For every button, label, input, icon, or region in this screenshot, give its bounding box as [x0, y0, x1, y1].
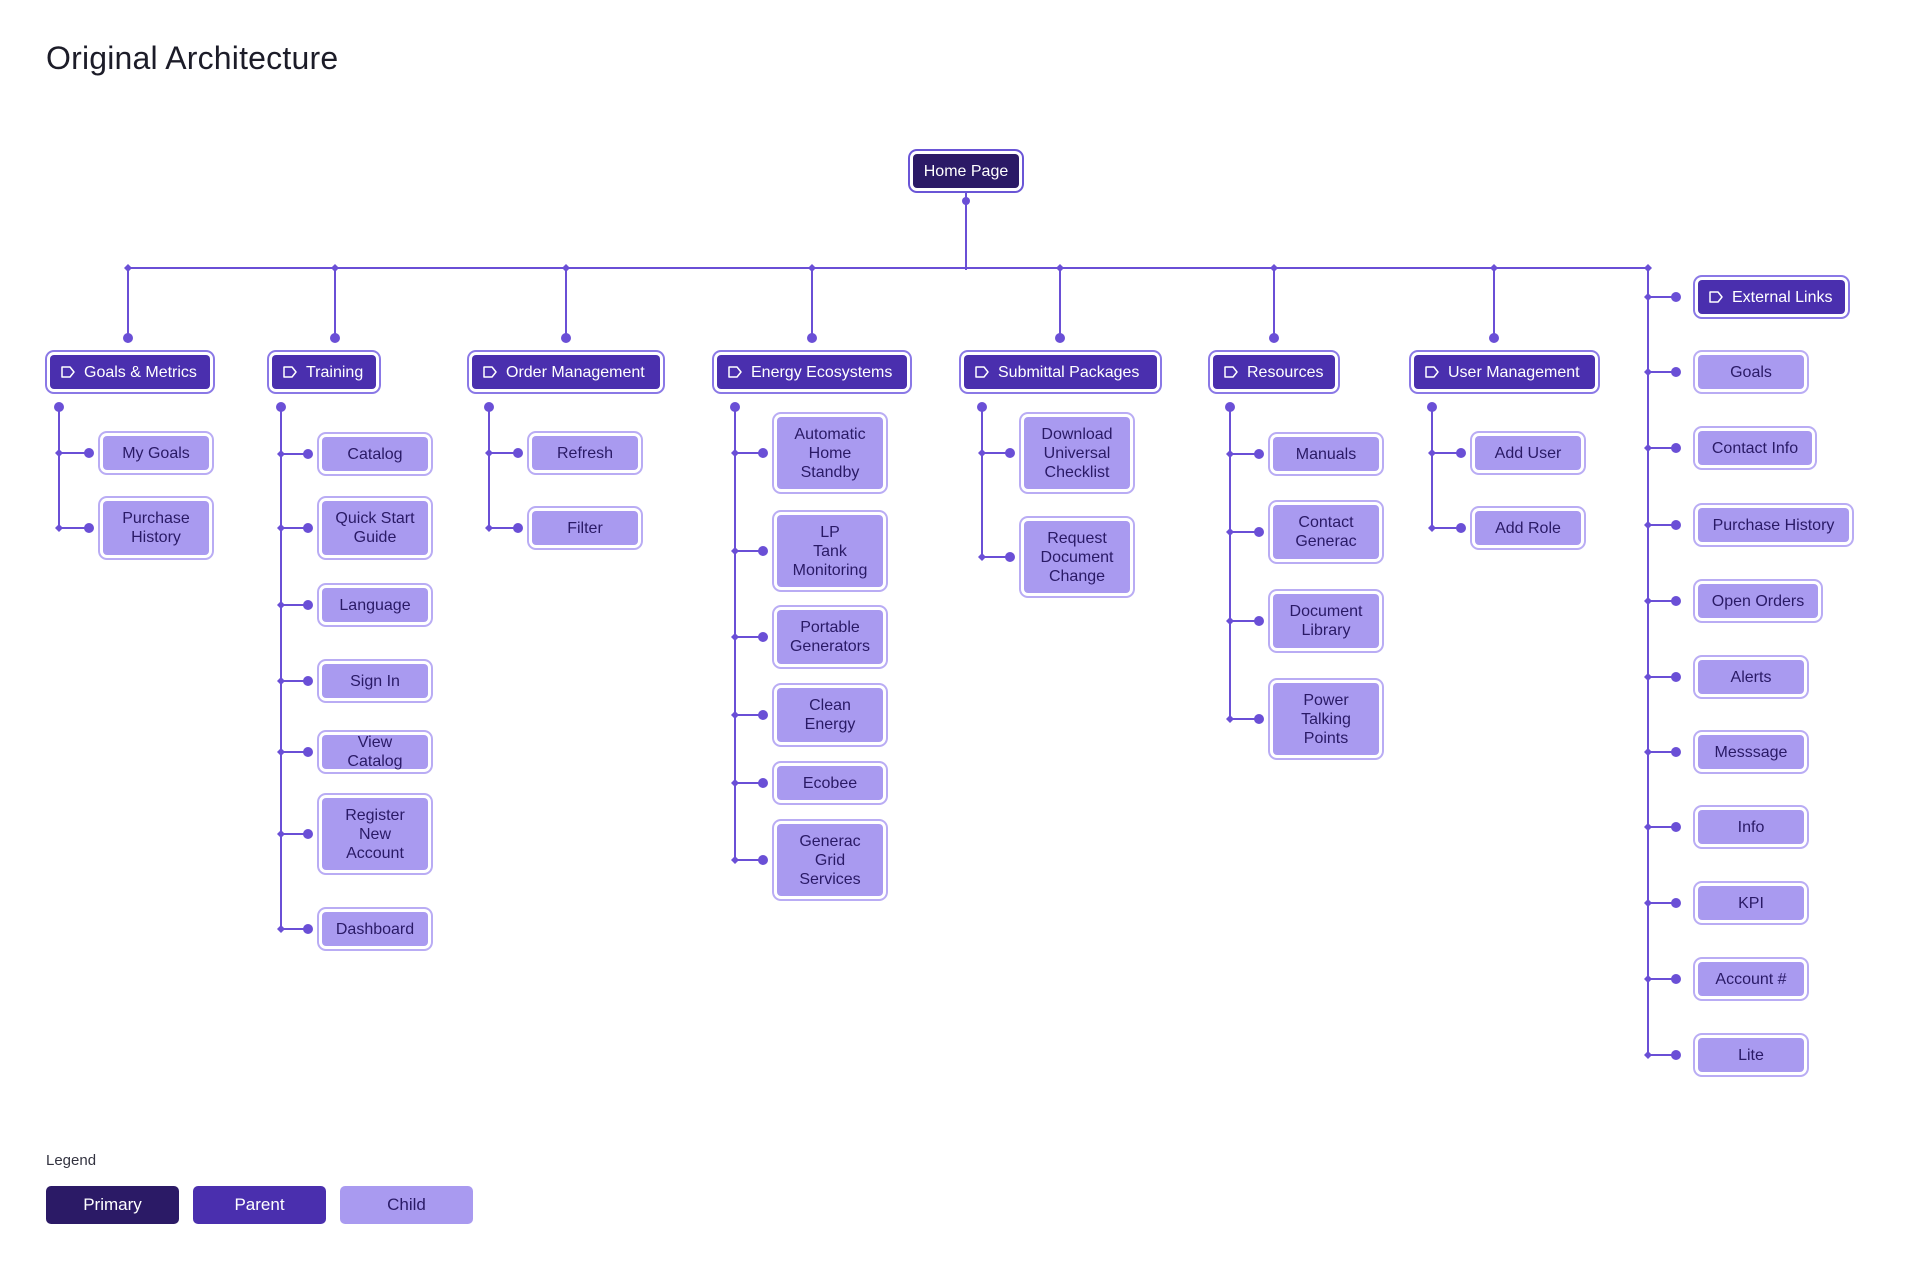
child-goals-metrics-purchase-history[interactable]: Purchase History	[103, 501, 209, 555]
parent-goals-metrics-label: Goals & Metrics	[84, 363, 197, 381]
legend-primary: Primary	[46, 1186, 179, 1224]
legend-child: Child	[340, 1186, 473, 1224]
child-energy-ecosystems-clean-energy[interactable]: Clean Energy	[777, 688, 883, 742]
tag-icon	[483, 366, 497, 378]
child-external-links-info[interactable]: Info	[1698, 810, 1804, 844]
parent-resources-label: Resources	[1247, 363, 1324, 381]
parent-order-management-label: Order Management	[506, 363, 645, 381]
parent-external-links[interactable]: External Links	[1698, 280, 1845, 314]
tag-icon	[283, 366, 297, 378]
child-order-management-filter[interactable]: Filter	[532, 511, 638, 545]
parent-user-management-label: User Management	[1448, 363, 1580, 381]
child-external-links-purchase-history[interactable]: Purchase History	[1698, 508, 1849, 542]
child-user-management-add-role[interactable]: Add Role	[1475, 511, 1581, 545]
tag-icon	[1224, 366, 1238, 378]
child-energy-ecosystems-lp-tank-monitoring[interactable]: LP Tank Monitoring	[777, 515, 883, 587]
child-external-links-account[interactable]: Account #	[1698, 962, 1804, 996]
parent-external-links-label: External Links	[1732, 288, 1833, 306]
tag-icon	[728, 366, 742, 378]
child-resources-document-library[interactable]: Document Library	[1273, 594, 1379, 648]
parent-energy-ecosystems[interactable]: Energy Ecosystems	[717, 355, 907, 389]
parent-order-management[interactable]: Order Management	[472, 355, 660, 389]
child-training-register-new-account[interactable]: Register New Account	[322, 798, 428, 870]
tag-icon	[1709, 291, 1723, 303]
legend-parent: Parent	[193, 1186, 326, 1224]
parent-training-label: Training	[306, 363, 364, 381]
child-energy-ecosystems-automatic-home-standby[interactable]: Automatic Home Standby	[777, 417, 883, 489]
child-external-links-kpi[interactable]: KPI	[1698, 886, 1804, 920]
child-resources-power-talking-points[interactable]: Power Talking Points	[1273, 683, 1379, 755]
parent-resources[interactable]: Resources	[1213, 355, 1335, 389]
child-external-links-messsage[interactable]: Messsage	[1698, 735, 1804, 769]
parent-energy-ecosystems-label: Energy Ecosystems	[751, 363, 893, 381]
child-external-links-goals[interactable]: Goals	[1698, 355, 1804, 389]
child-training-sign-in[interactable]: Sign In	[322, 664, 428, 698]
child-training-dashboard[interactable]: Dashboard	[322, 912, 428, 946]
parent-submittal-packages-label: Submittal Packages	[998, 363, 1140, 381]
child-training-language[interactable]: Language	[322, 588, 428, 622]
child-user-management-add-user[interactable]: Add User	[1475, 436, 1581, 470]
child-training-quick-start-guide[interactable]: Quick Start Guide	[322, 501, 428, 555]
child-submittal-packages-download-universal-checklist[interactable]: Download Universal Checklist	[1024, 417, 1130, 489]
child-energy-ecosystems-portable-generators[interactable]: Portable Generators	[777, 610, 883, 664]
child-resources-manuals[interactable]: Manuals	[1273, 437, 1379, 471]
tag-icon	[1425, 366, 1439, 378]
parent-goals-metrics[interactable]: Goals & Metrics	[50, 355, 210, 389]
home-page-node[interactable]: Home Page	[913, 154, 1019, 188]
child-external-links-lite[interactable]: Lite	[1698, 1038, 1804, 1072]
parent-user-management[interactable]: User Management	[1414, 355, 1595, 389]
parent-training[interactable]: Training	[272, 355, 376, 389]
child-energy-ecosystems-ecobee[interactable]: Ecobee	[777, 766, 883, 800]
child-order-management-refresh[interactable]: Refresh	[532, 436, 638, 470]
parent-submittal-packages[interactable]: Submittal Packages	[964, 355, 1157, 389]
legend-title: Legend	[46, 1152, 97, 1169]
tag-icon	[61, 366, 75, 378]
child-training-catalog[interactable]: Catalog	[322, 437, 428, 471]
child-resources-contact-generac[interactable]: Contact Generac	[1273, 505, 1379, 559]
page-title: Original Architecture	[46, 40, 339, 76]
tag-icon	[975, 366, 989, 378]
child-external-links-alerts[interactable]: Alerts	[1698, 660, 1804, 694]
child-training-view-catalog[interactable]: View Catalog	[322, 734, 428, 770]
child-external-links-open-orders[interactable]: Open Orders	[1698, 584, 1818, 618]
child-external-links-contact-info[interactable]: Contact Info	[1698, 431, 1812, 465]
child-goals-metrics-my-goals[interactable]: My Goals	[103, 436, 209, 470]
child-energy-ecosystems-generac-grid-services[interactable]: Generac Grid Services	[777, 824, 883, 896]
child-submittal-packages-request-document-change[interactable]: Request Document Change	[1024, 521, 1130, 593]
